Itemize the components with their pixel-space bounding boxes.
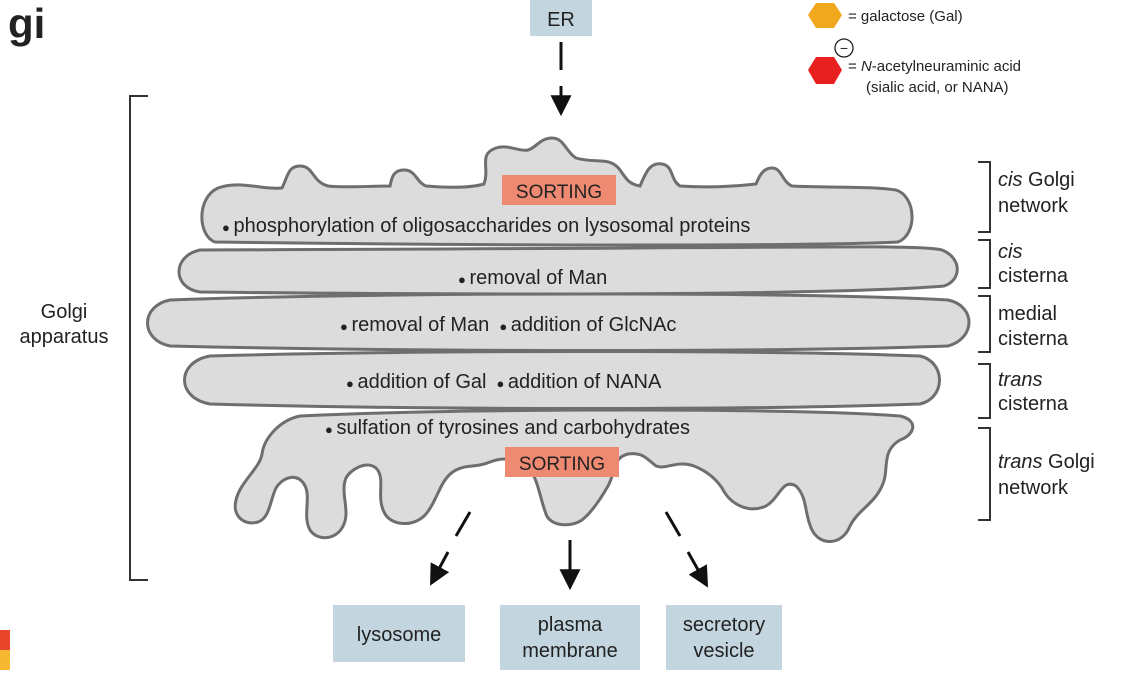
process-trans-cisterna: ● addition of Gal● addition of NANA	[346, 371, 662, 393]
svg-text:membrane: membrane	[522, 640, 618, 662]
svg-text:lysosome: lysosome	[357, 624, 441, 646]
medial-cisterna	[146, 292, 971, 352]
svg-text:secretory: secretory	[683, 614, 765, 636]
sorting-label-cis: SORTING	[516, 182, 602, 203]
destination-plasma-membrane: plasma membrane	[500, 605, 640, 670]
svg-text:network: network	[998, 195, 1069, 217]
galactose-hexagon-icon	[808, 3, 842, 28]
er-label: ER	[547, 9, 575, 31]
arrow-to-secretory-vesicle	[664, 511, 709, 588]
legend-nana-line1: = N-acetylneuraminic acid	[848, 58, 1021, 75]
svg-text:cisterna: cisterna	[998, 393, 1069, 415]
svg-text:cis: cis	[998, 241, 1022, 263]
sorting-badge-trans	[505, 447, 619, 477]
legend-nana-line2: (sialic acid, or NANA)	[866, 79, 1009, 96]
process-medial-cisterna: ● removal of Man● addition of GlcNAc	[340, 314, 676, 336]
sorting-badge-cis	[502, 175, 616, 205]
cis-cisterna	[177, 245, 959, 296]
golgi-apparatus-bracket	[129, 95, 148, 581]
sorting-label-trans: SORTING	[519, 454, 605, 475]
accent-bar-bottom	[0, 650, 10, 670]
title-fragment: gi	[8, 0, 45, 47]
process-cis-golgi-network: ● phosphorylation of oligosaccharides on…	[222, 215, 750, 237]
process-cis-cisterna: ● removal of Man	[458, 267, 607, 289]
charge-symbol: −	[840, 40, 848, 56]
svg-text:cisterna: cisterna	[998, 265, 1069, 287]
destination-lysosome: lysosome	[333, 605, 465, 662]
right-label-trans-cisterna: trans cisterna	[978, 363, 1069, 419]
svg-text:trans Golgi: trans Golgi	[998, 451, 1095, 473]
negative-charge-icon	[834, 38, 854, 58]
svg-text:trans: trans	[998, 369, 1042, 391]
right-label-cis-cisterna: cis cisterna	[978, 239, 1069, 289]
svg-text:network: network	[998, 477, 1069, 499]
er-node: ER	[530, 0, 592, 36]
golgi-label-line1: Golgi	[41, 301, 88, 323]
golgi-label-line2: apparatus	[20, 326, 109, 348]
nana-hexagon-icon	[808, 57, 842, 84]
svg-text:vesicle: vesicle	[693, 640, 754, 662]
process-trans-golgi-network: ● sulfation of tyrosines and carbohydrat…	[325, 417, 690, 439]
legend: = galactose (Gal) − = N-acetylneuraminic…	[808, 3, 1021, 96]
arrow-to-lysosome	[430, 511, 472, 586]
right-label-medial-cisterna: medial cisterna	[978, 295, 1069, 353]
legend-galactose: = galactose (Gal)	[848, 8, 963, 25]
svg-text:medial: medial	[998, 303, 1057, 325]
right-label-trans-golgi-network: trans Golgi network	[978, 427, 1095, 521]
destination-secretory-vesicle: secretory vesicle	[666, 605, 782, 670]
accent-bar-top	[0, 630, 10, 650]
svg-text:cis Golgi: cis Golgi	[998, 169, 1075, 191]
svg-text:cisterna: cisterna	[998, 328, 1069, 350]
svg-text:plasma: plasma	[538, 614, 603, 636]
trans-cisterna	[183, 350, 941, 410]
right-label-cis-golgi-network: cis Golgi network	[978, 161, 1075, 233]
